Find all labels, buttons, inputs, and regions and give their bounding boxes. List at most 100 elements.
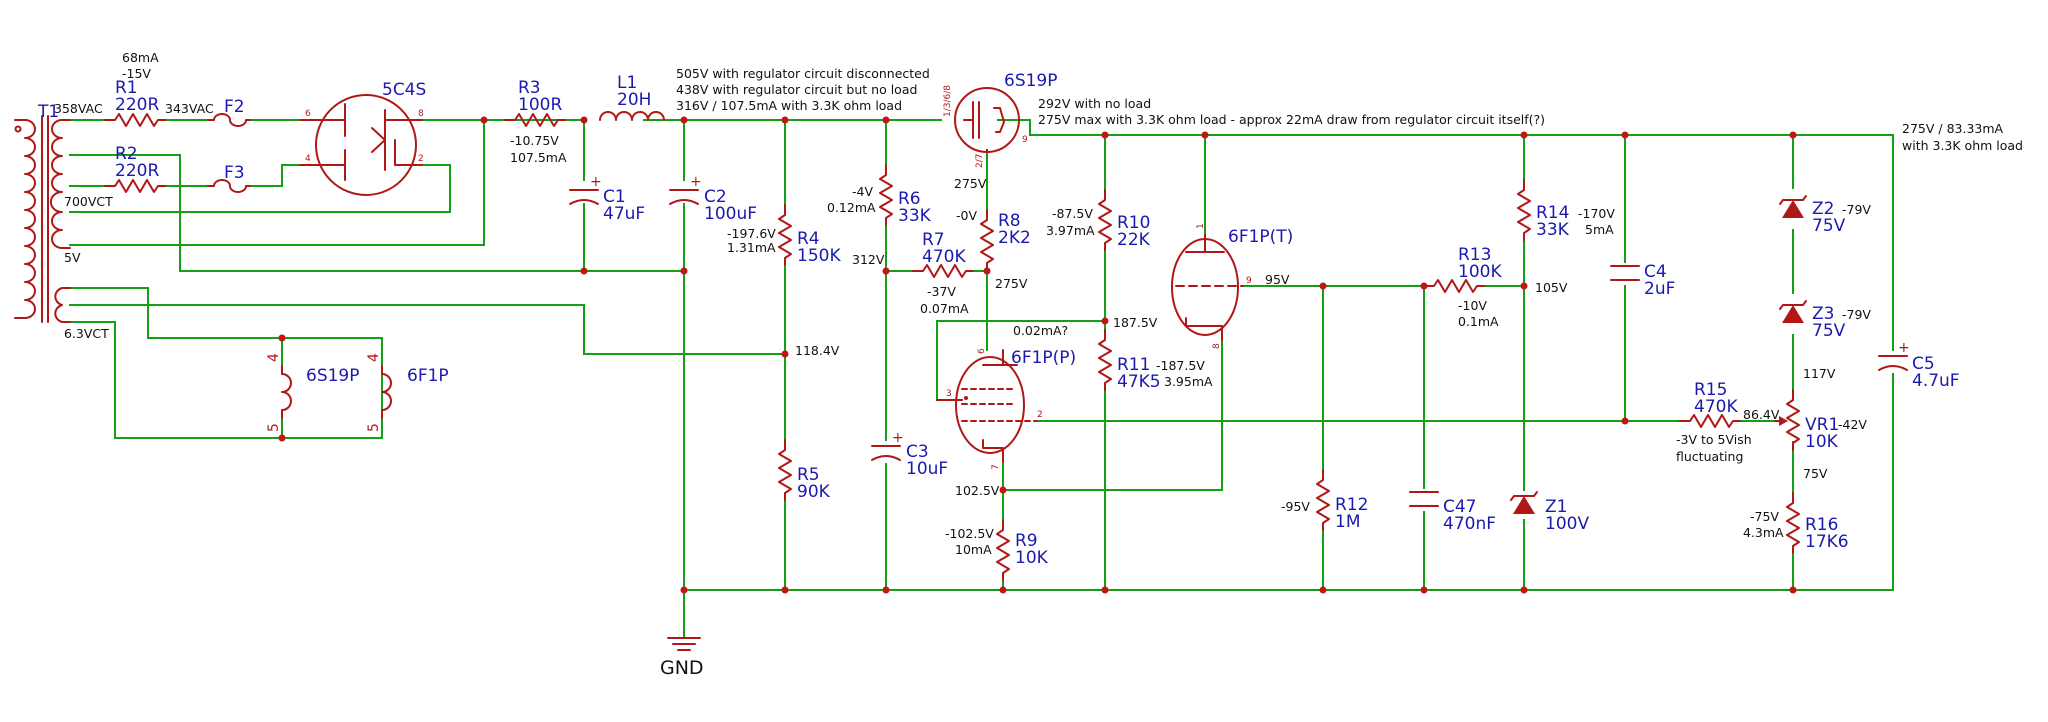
note-002ma: 0.02mA? bbox=[1013, 323, 1068, 338]
heater-6s19p-pin5: 5 bbox=[266, 423, 282, 432]
r7-drop: -37V bbox=[927, 284, 956, 299]
t1-5v: 5V bbox=[64, 250, 81, 265]
r8-ref: R8 bbox=[998, 211, 1021, 231]
node-1875v: 187.5V bbox=[1113, 315, 1158, 330]
t1-label: T1 bbox=[37, 102, 59, 122]
zener-z3: Z3 75V -79V bbox=[1779, 300, 1871, 341]
r13-drop: -10V bbox=[1458, 298, 1487, 313]
resistor-r15: R15 470K -3V to 5Vish fluctuating bbox=[1676, 380, 1752, 464]
r9-ref: R9 bbox=[1015, 531, 1038, 551]
r3-ref: R3 bbox=[518, 78, 541, 98]
r4-current: 1.31mA bbox=[727, 240, 776, 255]
r13-value: 100K bbox=[1458, 262, 1502, 282]
r2-ref: R2 bbox=[115, 144, 138, 164]
6f1pp-pin3: 3 bbox=[946, 389, 952, 399]
resistor-r8: R8 2K2 bbox=[980, 209, 1031, 271]
capacitor-c5: + C5 4.7uF bbox=[1878, 340, 1960, 391]
node-1184v: 118.4V bbox=[795, 343, 840, 358]
resistor-r9: R9 10K -102.5V 10mA bbox=[945, 519, 1049, 581]
6s19p-ref: 6S19P bbox=[1004, 71, 1058, 91]
inductor-l1: L1 20H bbox=[599, 73, 665, 121]
resistor-r16: R16 17K6 -75V 4.3mA bbox=[1743, 492, 1849, 554]
r11-drop: -187.5V bbox=[1156, 358, 1205, 373]
c1-value: 47uF bbox=[603, 204, 645, 224]
6f1pp-pin6: 6 bbox=[977, 348, 987, 354]
6s19p-pin-a: 1/3/6/8 bbox=[943, 85, 953, 117]
svg-text:+: + bbox=[590, 174, 602, 190]
capacitor-c4: C4 2uF bbox=[1610, 262, 1675, 299]
resistor-r12: R12 1M -95V bbox=[1281, 469, 1368, 532]
resistor-r3: R3 100R -10.75V 107.5mA bbox=[504, 78, 567, 165]
r15-value: 470K bbox=[1694, 397, 1738, 417]
vr1-drop: -42V bbox=[1838, 417, 1867, 432]
r10-ref: R10 bbox=[1117, 213, 1150, 233]
zener-z1: Z1 100V bbox=[1510, 491, 1589, 534]
r9-drop: -102.5V bbox=[945, 526, 994, 541]
5c4s-pin6: 6 bbox=[305, 109, 311, 119]
heater-6f1p-pin4: 4 bbox=[366, 353, 382, 362]
r14-current: 5mA bbox=[1585, 222, 1614, 237]
node-105v: 105V bbox=[1535, 280, 1568, 295]
r15-note-b: fluctuating bbox=[1676, 449, 1743, 464]
r13-ref: R13 bbox=[1458, 245, 1491, 265]
r9-value: 10K bbox=[1015, 548, 1049, 568]
resistor-r14: R14 33K -170V 5mA bbox=[1517, 179, 1615, 241]
r14-value: 33K bbox=[1536, 220, 1570, 240]
r6-drop: -4V bbox=[852, 184, 873, 199]
resistor-r7: R7 470K -37V 0.07mA bbox=[912, 230, 974, 316]
r5-ref: R5 bbox=[797, 465, 820, 485]
c5-ref: C5 bbox=[1912, 354, 1935, 374]
node-275v-b: 275V bbox=[995, 276, 1028, 291]
5c4s-pin2: 2 bbox=[418, 154, 424, 164]
heater-6f1p-ref: 6F1P bbox=[407, 366, 449, 386]
r1-current: 68mA bbox=[122, 50, 159, 65]
r10-current: 3.97mA bbox=[1046, 223, 1095, 238]
r1-343vac: 343VAC bbox=[165, 101, 214, 116]
node-1025v: 102.5V bbox=[955, 483, 1000, 498]
t1-63vct: 6.3VCT bbox=[64, 326, 109, 341]
node-275v-a: 275V bbox=[954, 176, 987, 191]
r9-current: 10mA bbox=[955, 542, 992, 557]
t1-358vac: 358VAC bbox=[54, 101, 103, 116]
vr1-value: 10K bbox=[1805, 432, 1839, 452]
r6-current: 0.12mA bbox=[827, 200, 876, 215]
6f1pp-pin7: 7 bbox=[991, 464, 1001, 470]
r1-ref: R1 bbox=[115, 78, 138, 98]
l1-value: 20H bbox=[617, 90, 651, 110]
resistor-r2: R2 220R bbox=[104, 144, 166, 193]
capacitor-c47: C47 470nF bbox=[1409, 491, 1496, 534]
node-0v: -0V bbox=[956, 208, 977, 223]
resistor-r4: R4 150K -197.6V 1.31mA bbox=[727, 204, 841, 266]
fuse-f2: F2 bbox=[207, 97, 251, 127]
c47-value: 470nF bbox=[1443, 514, 1496, 534]
tube-6f1p-t: 1 9 8 6F1P(T) bbox=[1171, 223, 1293, 349]
c5-value: 4.7uF bbox=[1912, 371, 1960, 391]
node-312v: 312V bbox=[852, 252, 885, 267]
z1-value: 100V bbox=[1545, 514, 1589, 534]
vr1-ref: VR1 bbox=[1805, 415, 1839, 435]
capacitor-c3: + C3 10uF bbox=[871, 430, 948, 479]
c1-ref: C1 bbox=[603, 187, 626, 207]
r4-drop: -197.6V bbox=[727, 226, 776, 241]
resistor-r11: R11 47K5 -187.5V 3.95mA bbox=[1098, 329, 1213, 392]
capacitor-c2: + C2 100uF bbox=[669, 174, 757, 224]
r15-ref: R15 bbox=[1694, 380, 1727, 400]
6f1pp-ref: 6F1P(P) bbox=[1011, 348, 1076, 368]
r12-drop: -95V bbox=[1281, 499, 1310, 514]
note-438v: 438V with regulator circuit but no load bbox=[676, 82, 917, 97]
6f1pt-pin8: 8 bbox=[1212, 343, 1222, 349]
node-117v: 117V bbox=[1803, 366, 1836, 381]
output-note-1: 275V / 83.33mA bbox=[1902, 121, 2004, 136]
node-75v: 75V bbox=[1803, 466, 1828, 481]
svg-text:+: + bbox=[892, 430, 904, 446]
svg-text:+: + bbox=[1898, 340, 1910, 356]
resistor-r1: R1 220R 68mA -15V bbox=[104, 50, 166, 127]
r4-ref: R4 bbox=[797, 229, 820, 249]
6f1pp-pin2: 2 bbox=[1037, 410, 1043, 420]
note-505v: 505V with regulator circuit disconnected bbox=[676, 66, 930, 81]
z1-ref: Z1 bbox=[1545, 497, 1567, 517]
svg-text:+: + bbox=[690, 174, 702, 190]
r16-current: 4.3mA bbox=[1743, 525, 1784, 540]
node-864v: 86.4V bbox=[1743, 407, 1780, 422]
